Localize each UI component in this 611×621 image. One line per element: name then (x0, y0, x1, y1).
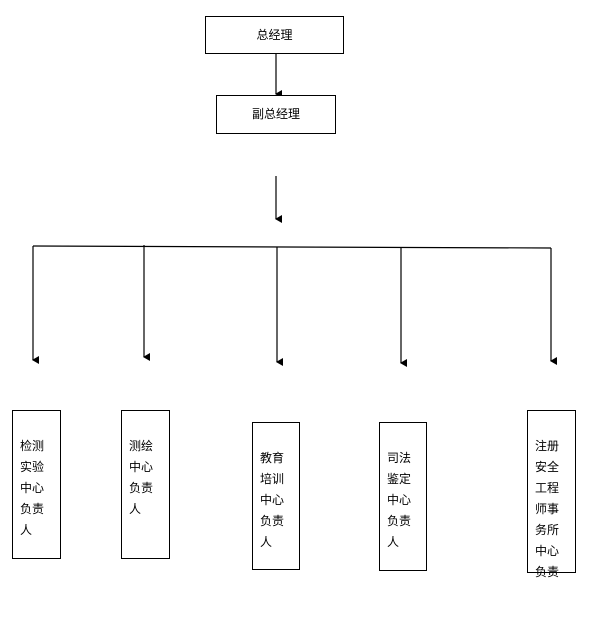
department-label-judicial-appraisal: 司法 鉴定 中心 负责 人 (387, 451, 412, 549)
department-label-education-training: 教育 培训 中心 负责 人 (260, 451, 285, 549)
branch-horizontal-line (32, 245, 552, 249)
general-manager-label: 总经理 (256, 27, 293, 42)
department-label-surveying: 测绘 中心 负责 人 (129, 439, 154, 516)
department-box-education-training: 教育 培训 中心 负责 人 (252, 422, 300, 570)
department-label-safety-engineer-office: 注册 安全 工程 师事 务所 中心 负责 (535, 439, 560, 579)
deputy-general-manager-box: 副总经理 (216, 95, 336, 134)
general-manager-box: 总经理 (205, 16, 344, 54)
department-box-surveying: 测绘 中心 负责 人 (121, 410, 170, 559)
deputy-general-manager-label: 副总经理 (251, 107, 300, 121)
department-box-safety-engineer-office: 注册 安全 工程 师事 务所 中心 负责 (527, 410, 576, 579)
department-label-testing-lab: 检测 实验 中心 负责 人 (20, 439, 45, 537)
department-box-testing-lab: 检测 实验 中心 负责 人 (12, 410, 61, 559)
department-box-judicial-appraisal: 司法 鉴定 中心 负责 人 (379, 422, 427, 571)
